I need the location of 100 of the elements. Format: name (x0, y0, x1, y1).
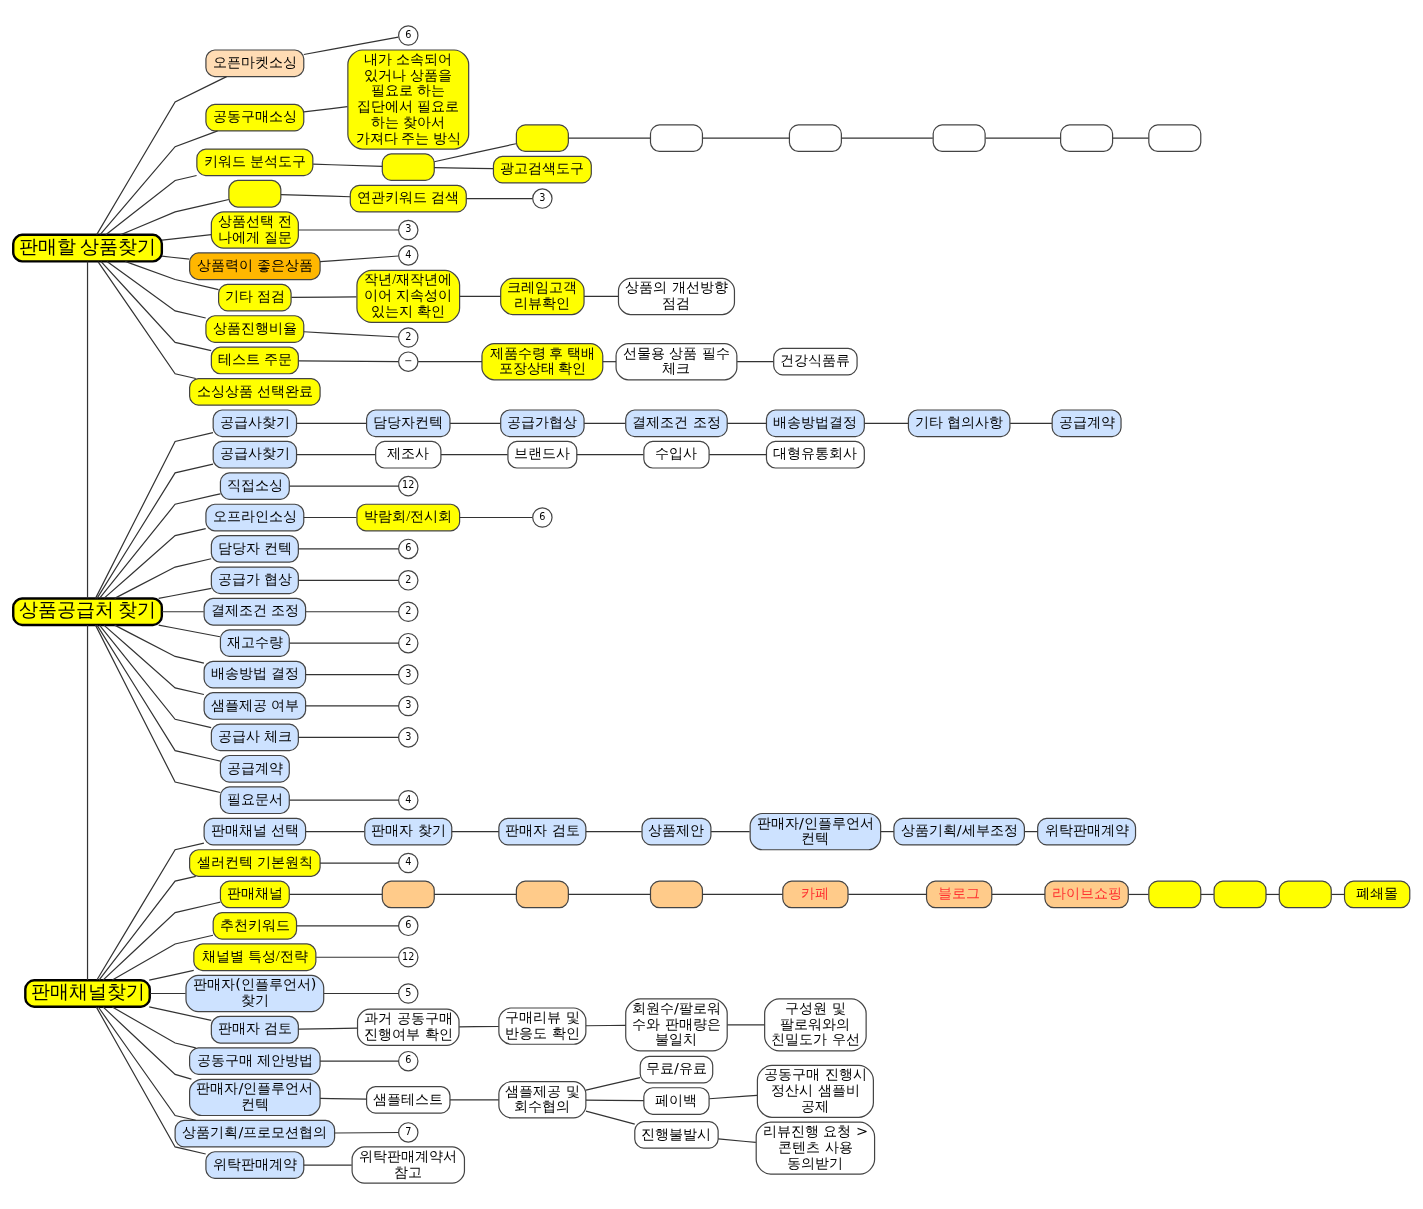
connector (585, 1110, 636, 1125)
node-box: 위탁판매계약서 참고 (351, 1146, 466, 1184)
connector (303, 106, 348, 113)
node-box: 작년/재작년에 이어 지속성이 있는지 확인 (356, 269, 461, 323)
connector (863, 422, 909, 424)
connector (86, 260, 89, 599)
connector (451, 831, 500, 833)
connector (288, 642, 400, 644)
connector (288, 893, 383, 896)
node-box: 상품제안 (641, 817, 712, 846)
node-box: 테스트 주문 (210, 346, 299, 375)
connector (702, 137, 790, 139)
node-box: 샘플제공 및 회수협의 (498, 1081, 587, 1119)
connector (96, 842, 205, 981)
node-circle: 3 (398, 219, 419, 241)
node-box: 공급사찾기 (212, 440, 298, 469)
connector (736, 361, 774, 363)
node-box: 공동구매 제안방법 (189, 1047, 321, 1076)
node-circle: 4 (398, 852, 419, 874)
node-box: 상품선택 전 나에게 질문 (210, 211, 299, 249)
connector (585, 831, 643, 833)
node-box: 판매채널 선택 (203, 817, 307, 846)
node-box: 폐쇄몰 (1343, 880, 1411, 909)
connector (459, 295, 502, 298)
node-box: 건강식품류 (773, 347, 858, 376)
node-circle: 2 (398, 601, 419, 622)
node-box: 재고수량 (219, 629, 290, 658)
node-circle: 12 (398, 475, 419, 497)
connector (1009, 422, 1053, 424)
connector (111, 934, 214, 981)
connector (319, 255, 399, 263)
node-circle: 3 (398, 664, 419, 685)
connector (991, 893, 1046, 896)
connector (148, 1006, 212, 1022)
connector (702, 893, 784, 896)
connector (583, 295, 619, 298)
node-circle: 3 (532, 188, 553, 209)
connector (94, 432, 214, 599)
connector (100, 261, 212, 352)
node-circle: 6 (532, 507, 553, 528)
connector (158, 624, 221, 638)
connector (149, 992, 187, 995)
node-box (1148, 880, 1202, 909)
node-box: 리뷰진행 요청 > 콘텐츠 사용 동의받기 (755, 1121, 876, 1175)
node-circle: 3 (398, 727, 419, 748)
node-box: 페이백 (643, 1087, 710, 1115)
node-box: 상품기획/세부조정 (893, 817, 1025, 846)
connector (297, 1027, 359, 1030)
connector (114, 624, 205, 664)
connector (708, 454, 767, 456)
connector (297, 548, 399, 550)
node-circle: 6 (398, 915, 419, 937)
connector (303, 516, 358, 519)
node-box: 무료/유료 (639, 1055, 714, 1084)
connector (297, 736, 399, 738)
node-box: 오프라인소싱 (205, 503, 305, 532)
connector (105, 174, 198, 236)
node-box: 배송방법 결정 (203, 660, 307, 689)
node-box: 상품공급처 찾기 (12, 597, 164, 627)
connector (148, 969, 195, 981)
node-box: 담당자컨텍 (366, 409, 451, 438)
node-box: 위탁판매계약 (1037, 817, 1137, 846)
node-box (515, 124, 569, 153)
connector (99, 624, 212, 729)
node-box: 판매채널 (219, 880, 290, 909)
node-box: 기타 점검 (218, 283, 292, 312)
node-box: 담당자 컨텍 (210, 535, 299, 563)
node-box: 제품수령 후 택배 포장상태 확인 (481, 342, 604, 381)
connector (119, 198, 230, 236)
connector (114, 558, 212, 599)
node-box (649, 880, 704, 909)
connector (583, 422, 626, 424)
node-box: 키워드 분석도구 (196, 148, 314, 177)
node-box (381, 153, 435, 182)
connector (296, 422, 367, 424)
connector (1128, 893, 1150, 896)
node-box: 공급가 협상 (210, 566, 299, 595)
node-box: 판매자/인플루언서 컨텍 (189, 1078, 321, 1117)
node-box: 추천키워드 (212, 911, 298, 940)
node-circle: 7 (398, 1122, 419, 1143)
node-box (1148, 124, 1202, 153)
node-box: 판매자 검토 (210, 1015, 299, 1044)
connector (708, 1094, 758, 1100)
node-box: 공급계약 (219, 754, 290, 783)
node-box: 공급계약 (1051, 409, 1122, 438)
connector (1112, 137, 1150, 139)
connector (458, 1025, 500, 1028)
connector (303, 36, 399, 56)
connector (102, 901, 221, 981)
node-box: 기타 협의사항 (907, 409, 1011, 438)
node-box (1060, 124, 1114, 153)
node-box: 상품력이 좋은상품 (189, 252, 321, 281)
connector (297, 579, 399, 581)
node-circle: 2 (398, 632, 419, 654)
node-box: 상품기획/프로모션협의 (174, 1119, 336, 1148)
node-box: 상품진행비율 (205, 315, 305, 343)
connector (97, 260, 197, 380)
connector (985, 137, 1062, 139)
connector (305, 831, 365, 833)
node-box: 제조사 (375, 440, 442, 469)
